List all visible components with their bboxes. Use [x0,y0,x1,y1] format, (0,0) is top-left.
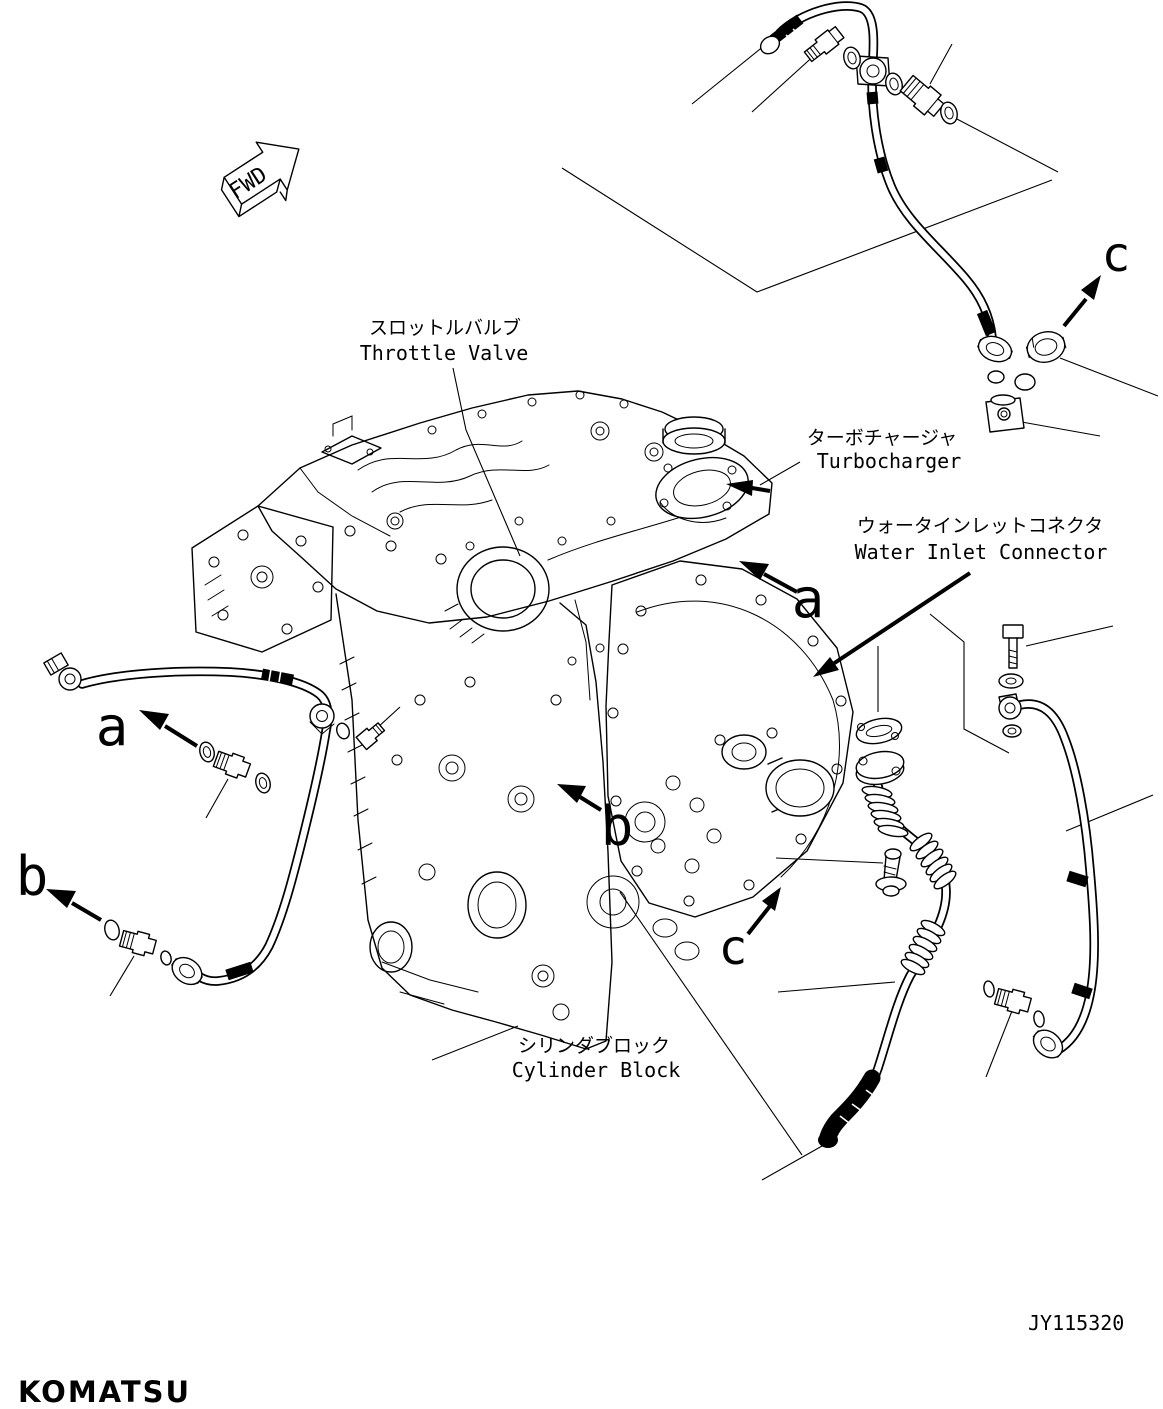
brand-logo: KOMATSU [18,1375,191,1409]
view-marker-a-engine: a [792,567,825,630]
coolant-hose-top [759,1,1067,433]
view-marker-c-top: c [1102,227,1131,283]
throttle-valve-label-jp: スロットルバルブ [369,316,521,339]
fwd-arrow: FWD [220,141,300,218]
turbo-oil-drain-tube [818,717,957,1148]
callout-labels: スロットルバルブ Throttle Valve ターボチャージャ Turboch… [360,316,1108,1082]
coolant-hose-right [983,624,1099,1059]
turbocharger-label-en: Turbocharger [817,449,962,473]
cylinder-block-label-jp: シリンダブロック [518,1034,670,1057]
throttle-valve-label-en: Throttle Valve [360,341,529,365]
view-arrow-b-engine [557,784,586,803]
view-arrow-c-engine [762,887,781,911]
view-arrow-a-hose [139,710,169,730]
view-marker-b-hose: b [16,845,49,908]
turbocharger-label-jp: ターボチャージャ [807,427,957,449]
view-markers: a a b b c c [16,227,1131,976]
view-marker-a-hose: a [96,695,129,758]
view-marker-c-engine: c [719,920,748,976]
cylinder-block-label-en: Cylinder Block [512,1058,681,1082]
drawing-number: JY115320 [1028,1311,1124,1335]
water-inlet-label-en: Water Inlet Connector [855,540,1108,564]
water-inlet-label-jp: ウォータインレットコネクタ [857,515,1103,537]
leader-lines [109,36,1159,1181]
fwd-arrow-label: FWD [225,162,272,205]
turbocharger-pointer-arrow [726,480,753,496]
view-arrow-b-hose [46,889,76,908]
view-arrow-c-top [1081,275,1101,300]
engine-illustration [191,390,854,1050]
coolant-hose-left [43,652,386,986]
view-marker-b-engine: b [601,795,634,858]
water-inlet-pointer-arrow [813,657,839,677]
view-arrow-a-engine [739,561,769,580]
